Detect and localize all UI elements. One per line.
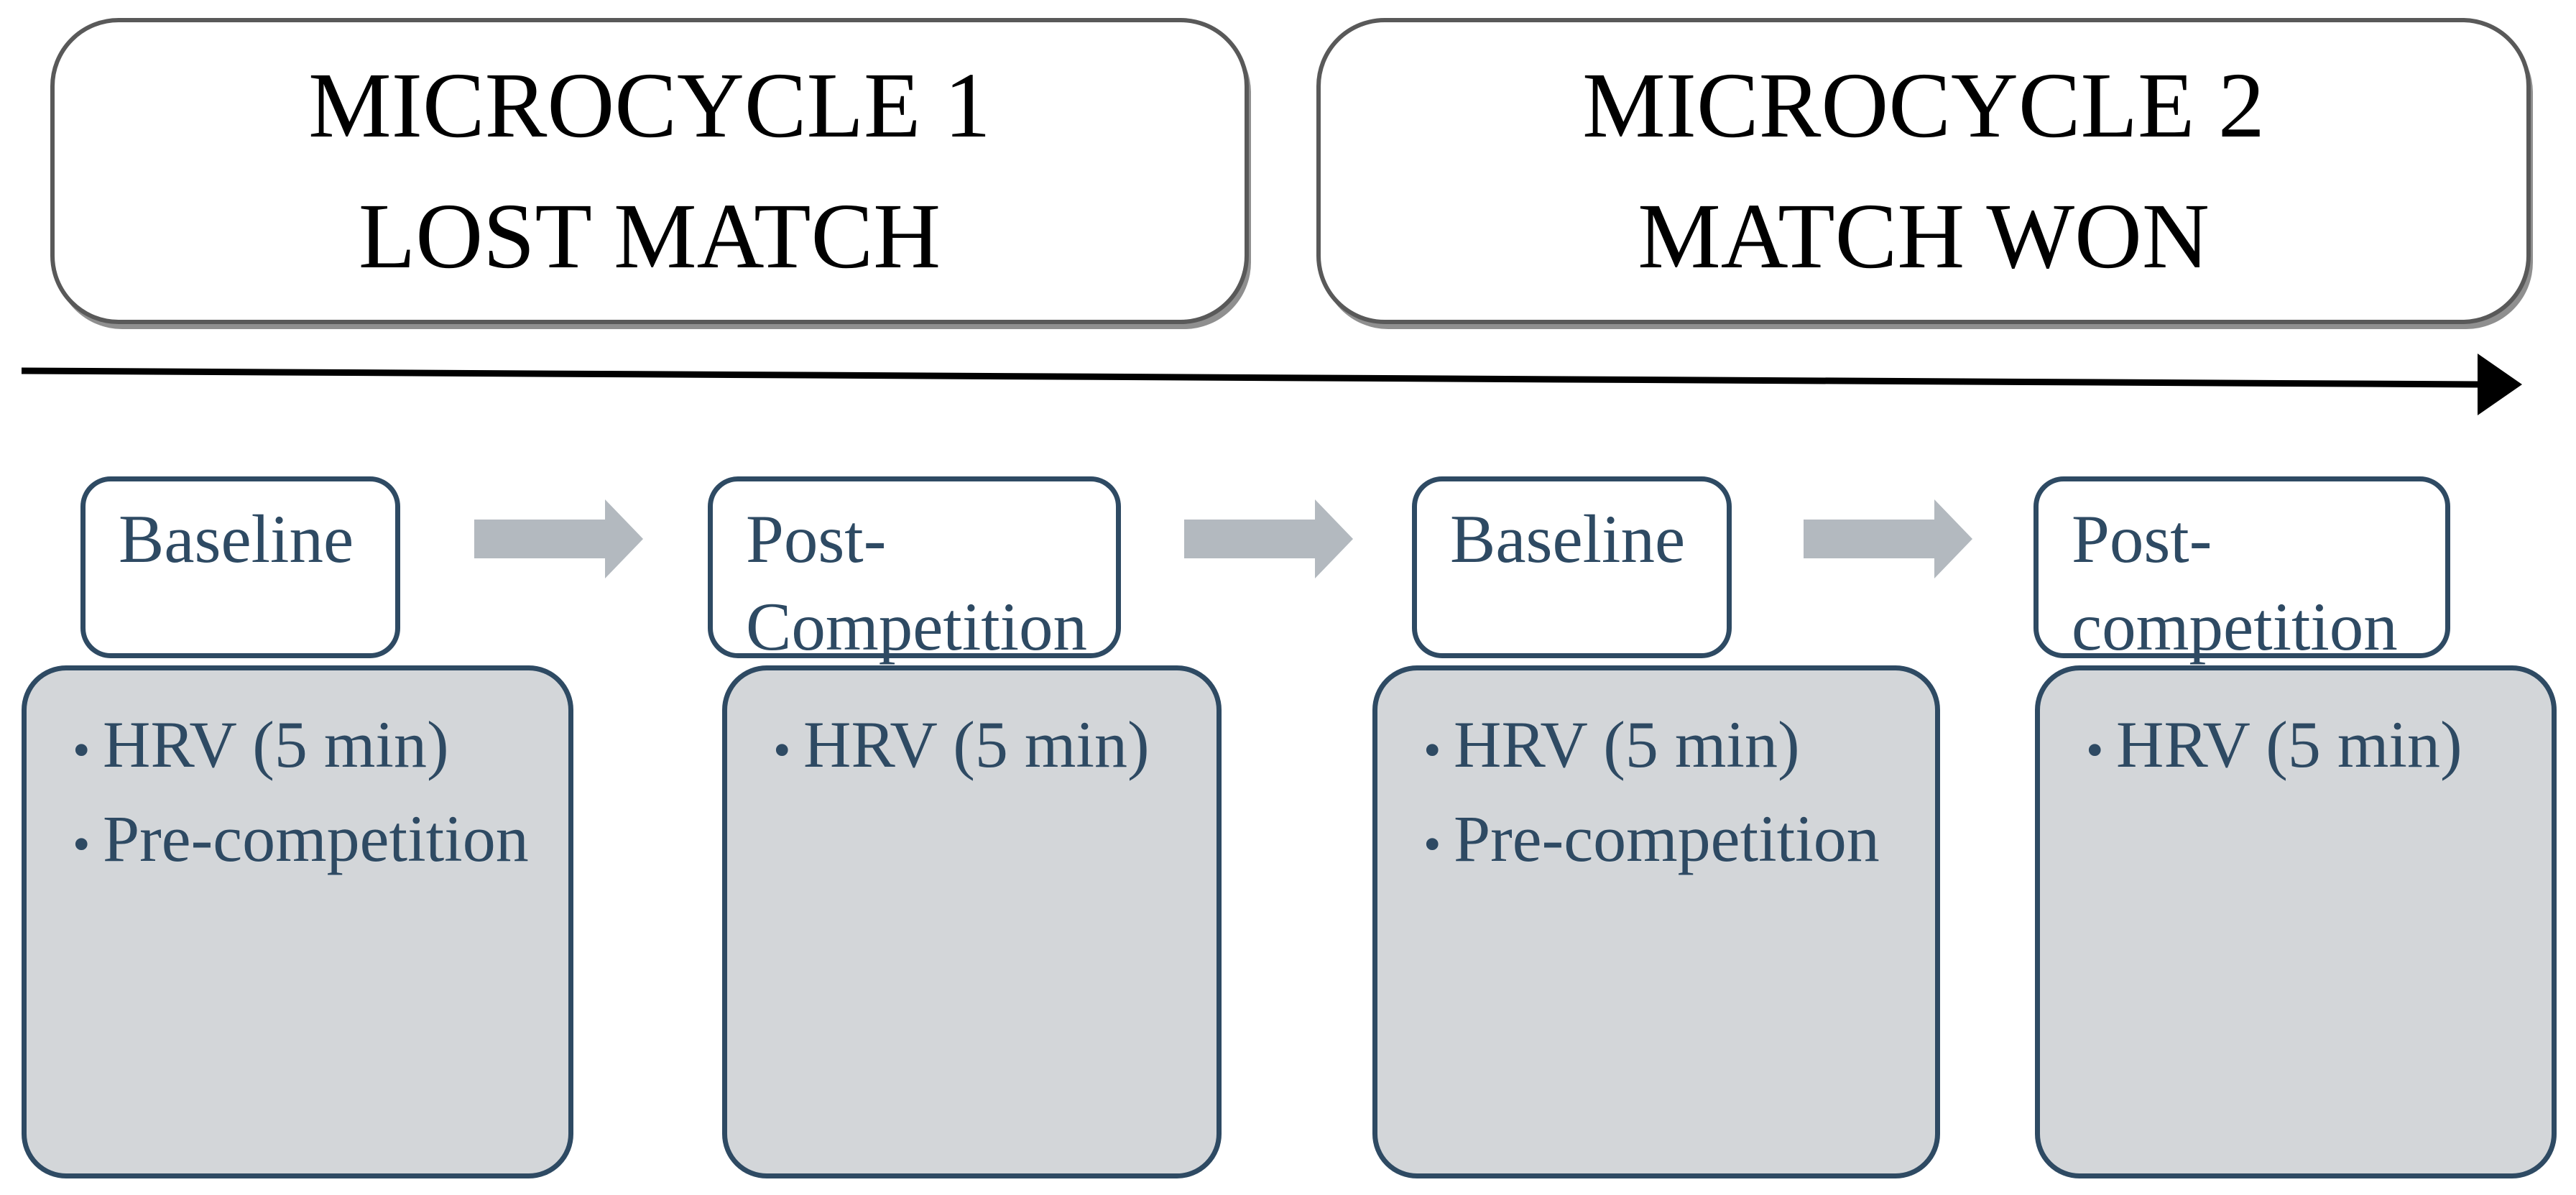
right-block-arrow-icon-2 bbox=[1184, 499, 1353, 578]
bullet-icon: • bbox=[73, 816, 91, 872]
phase-label-box-baseline-2: Baseline bbox=[1412, 476, 1732, 658]
timeline-arrow-icon bbox=[21, 354, 2522, 415]
bullet-item: • HRV (5 min) bbox=[73, 698, 554, 792]
bullet-text: Pre-competition bbox=[103, 801, 529, 875]
microcycle-2-result: MATCH WON bbox=[1638, 185, 2210, 288]
bullet-icon: • bbox=[773, 723, 791, 778]
microcycle-1-result: LOST MATCH bbox=[358, 185, 941, 288]
microcycle-1-box: MICROCYCLE 1 LOST MATCH bbox=[50, 18, 1249, 324]
measurement-box-3: • HRV (5 min) • Pre-competition bbox=[1372, 665, 1940, 1178]
bullet-text: Pre-competition bbox=[1454, 801, 1880, 875]
bullet-text: HRV (5 min) bbox=[803, 708, 1150, 781]
phase-label: Baseline bbox=[119, 501, 354, 577]
bullet-item: • HRV (5 min) bbox=[2086, 698, 2537, 792]
bullet-icon: • bbox=[1423, 723, 1441, 778]
measurement-box-4: • HRV (5 min) bbox=[2035, 665, 2557, 1178]
microcycle-2-title: MICROCYCLE 2 bbox=[1582, 54, 2265, 157]
microcycle-1-title: MICROCYCLE 1 bbox=[308, 54, 991, 157]
bullet-icon: • bbox=[73, 723, 91, 778]
bullet-text: HRV (5 min) bbox=[103, 708, 449, 781]
phase-label: Baseline bbox=[1450, 501, 1686, 577]
bullet-item: • HRV (5 min) bbox=[773, 698, 1202, 792]
bullet-item: • Pre-competition bbox=[73, 792, 554, 886]
phase-label-box-baseline-1: Baseline bbox=[80, 476, 400, 658]
bullet-icon: • bbox=[2086, 723, 2104, 778]
right-block-arrow-icon-3 bbox=[1804, 499, 1972, 578]
phase-label: Post-competition bbox=[2072, 501, 2398, 665]
bullet-text: HRV (5 min) bbox=[1454, 708, 1800, 781]
measurement-box-1: • HRV (5 min) • Pre-competition bbox=[22, 665, 573, 1178]
right-block-arrow-icon-1 bbox=[474, 499, 643, 578]
phase-label-box-post-competition-1: Post-Competition bbox=[708, 476, 1121, 665]
bullet-item: • HRV (5 min) bbox=[1423, 698, 1921, 792]
phase-label: Post-Competition bbox=[746, 501, 1087, 665]
bullet-text: HRV (5 min) bbox=[2116, 708, 2462, 781]
bullet-icon: • bbox=[1423, 816, 1441, 872]
phase-label-box-post-competition-2: Post-competition bbox=[2033, 476, 2450, 665]
bullet-item: • Pre-competition bbox=[1423, 792, 1921, 886]
microcycle-2-box: MICROCYCLE 2 MATCH WON bbox=[1316, 18, 2531, 324]
measurement-box-2: • HRV (5 min) bbox=[722, 665, 1222, 1178]
